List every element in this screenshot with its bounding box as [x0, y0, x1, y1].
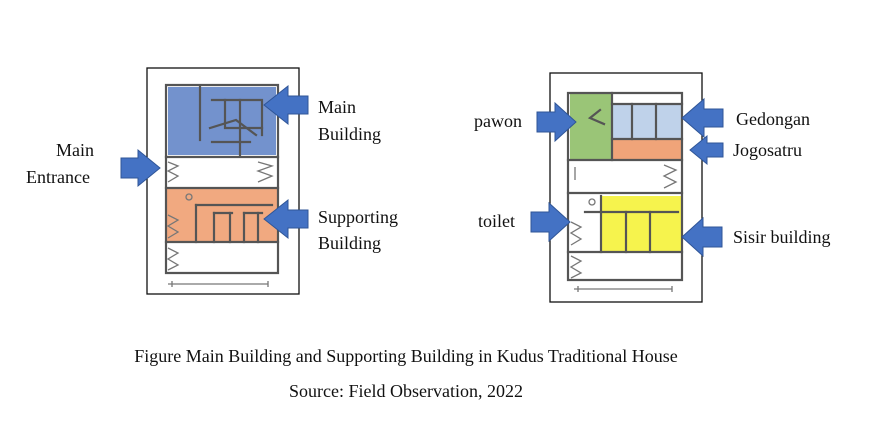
- main-building-arrow: [263, 84, 309, 126]
- sisir-building-zone: [601, 196, 681, 251]
- left-floor-plan: [120, 67, 309, 295]
- jogosatru-label: Jogosatru: [733, 140, 802, 160]
- left-plan-stairs: [166, 161, 275, 287]
- gedongan-label: Gedongan: [736, 109, 810, 129]
- main-entrance-label-line2: Entrance: [26, 167, 90, 187]
- figure-caption: Figure Main Building and Supporting Buil…: [134, 346, 678, 366]
- main-building-zone: [168, 87, 276, 155]
- right-plan-walls: [566, 91, 684, 282]
- gedongan-zone: [612, 104, 682, 138]
- sisir-building-label: Sisir building: [733, 227, 831, 247]
- main-building-label-line1: Main: [318, 97, 356, 117]
- left-plan-walls: [164, 83, 280, 275]
- supporting-building-label-line2: Building: [318, 233, 382, 253]
- pawon-label: pawon: [474, 111, 522, 131]
- pawon-arrow: [536, 101, 577, 143]
- supporting-building-arrow: [263, 198, 309, 240]
- right-floor-plan: [530, 72, 724, 303]
- pawon-zone: [570, 93, 612, 159]
- jogosatru-zone: [612, 139, 682, 159]
- figure-source: Source: Field Observation, 2022: [289, 381, 523, 401]
- main-entrance-label-line1: Main: [56, 140, 94, 160]
- main-entrance-arrow: [120, 148, 161, 188]
- main-building-label-line2: Building: [318, 124, 382, 144]
- toilet-arrow: [530, 201, 571, 243]
- jogosatru-arrow: [689, 134, 724, 166]
- right-plan-stairs: [569, 164, 678, 292]
- sisir-building-arrow: [681, 216, 723, 258]
- gedongan-arrow: [681, 97, 724, 139]
- toilet-label: toilet: [478, 211, 515, 231]
- supporting-building-label-line1: Supporting: [318, 207, 399, 227]
- supporting-building-zone: [166, 189, 278, 241]
